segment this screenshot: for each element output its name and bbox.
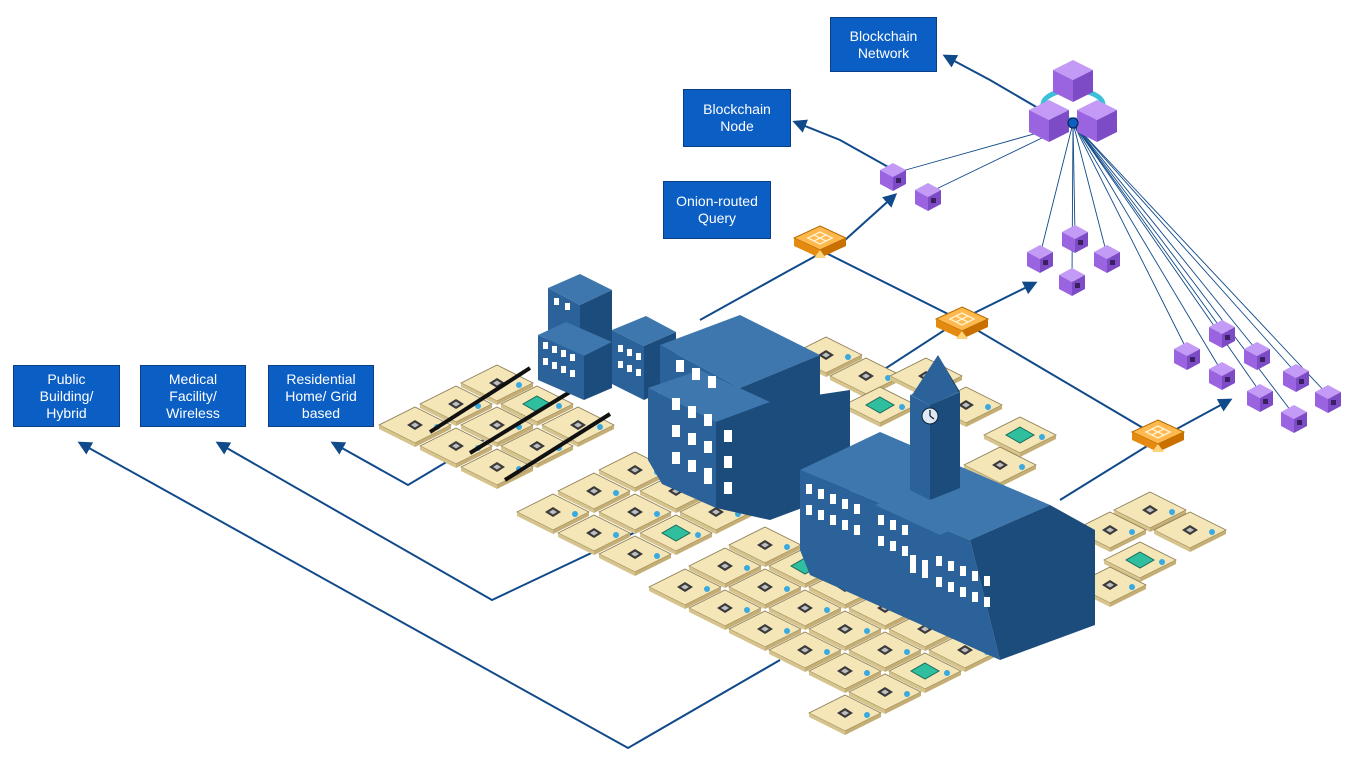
connector-from-cluster [1059, 436, 1163, 501]
label-line: Blockchain [703, 101, 771, 117]
onion-router-icon [793, 225, 847, 259]
label-blockchain-node: Blockchain Node [683, 89, 791, 147]
blockchain-cube-icon [915, 183, 941, 211]
blockchain-network-cluster [1029, 60, 1117, 142]
label-line: Query [697, 210, 737, 226]
label-onion-routed-query: Onion-routed Query [663, 181, 771, 239]
label-line: Medical [168, 370, 218, 387]
blockchain-cube-icon [1315, 385, 1341, 413]
connector-blockchain-node [792, 119, 891, 169]
blockchain-cube-icon [880, 163, 906, 191]
medical-building [648, 315, 850, 520]
label-line: Blockchain [849, 27, 918, 44]
label-line: based [301, 404, 341, 421]
blockchain-cube-icon [1059, 268, 1085, 296]
blockchain-cube-icon [1244, 342, 1270, 370]
label-public-building: Public Building/ Hybrid [13, 365, 120, 427]
label-line: Node [720, 118, 754, 134]
label-medical-facility: Medical Facility/ Wireless [140, 365, 246, 427]
blockchain-cube-icon [1209, 362, 1235, 390]
blockchain-cube-icon [1094, 245, 1120, 273]
blockchain-cube-icon [1053, 60, 1093, 102]
connector-to-mid-cubes [819, 249, 1038, 322]
label-line: Residential [286, 370, 356, 387]
label-line: Building/ [39, 387, 94, 404]
label-line: Facility/ [169, 387, 217, 404]
blockchain-cube-icon [1283, 364, 1309, 392]
onion-router-icon [1131, 419, 1185, 453]
connector-public-building [77, 441, 781, 750]
label-line: Network [857, 44, 910, 61]
blockchain-cube-icon [1247, 384, 1273, 412]
public-building [800, 355, 1095, 660]
label-line: Wireless [166, 404, 220, 421]
residential-building [538, 274, 676, 400]
label-line: Hybrid [46, 404, 87, 421]
connector-blockchain-network [942, 54, 1051, 116]
label-line: Public [47, 370, 86, 387]
label-residential-home: Residential Home/ Grid based [268, 365, 374, 427]
blockchain-cube-icon [1027, 245, 1053, 273]
label-blockchain-network: Blockchain Network [830, 17, 937, 72]
blockchain-cube-icon [1174, 342, 1200, 370]
label-line: Onion-routed [676, 193, 758, 209]
label-line: Home/ Grid [285, 387, 357, 404]
connector-to-right-cubes [859, 318, 1233, 440]
blockchain-cube-icon [1062, 225, 1088, 253]
residential-sensor-grid [378, 364, 615, 490]
blockchain-cube-icon [1281, 405, 1307, 433]
